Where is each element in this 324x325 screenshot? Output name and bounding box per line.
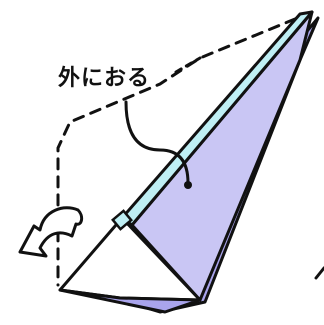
pointer-line: [124, 100, 190, 185]
corner-marker: [111, 209, 133, 231]
pointer-dot: [184, 181, 192, 189]
dashed-fold-outline: [56, 10, 314, 287]
instruction-label: 外におる: [58, 66, 151, 91]
partial-shape: [314, 266, 324, 280]
fold-arrow-icon: [18, 206, 84, 258]
lower-lip: [58, 288, 202, 314]
label-leader: [174, 56, 202, 74]
